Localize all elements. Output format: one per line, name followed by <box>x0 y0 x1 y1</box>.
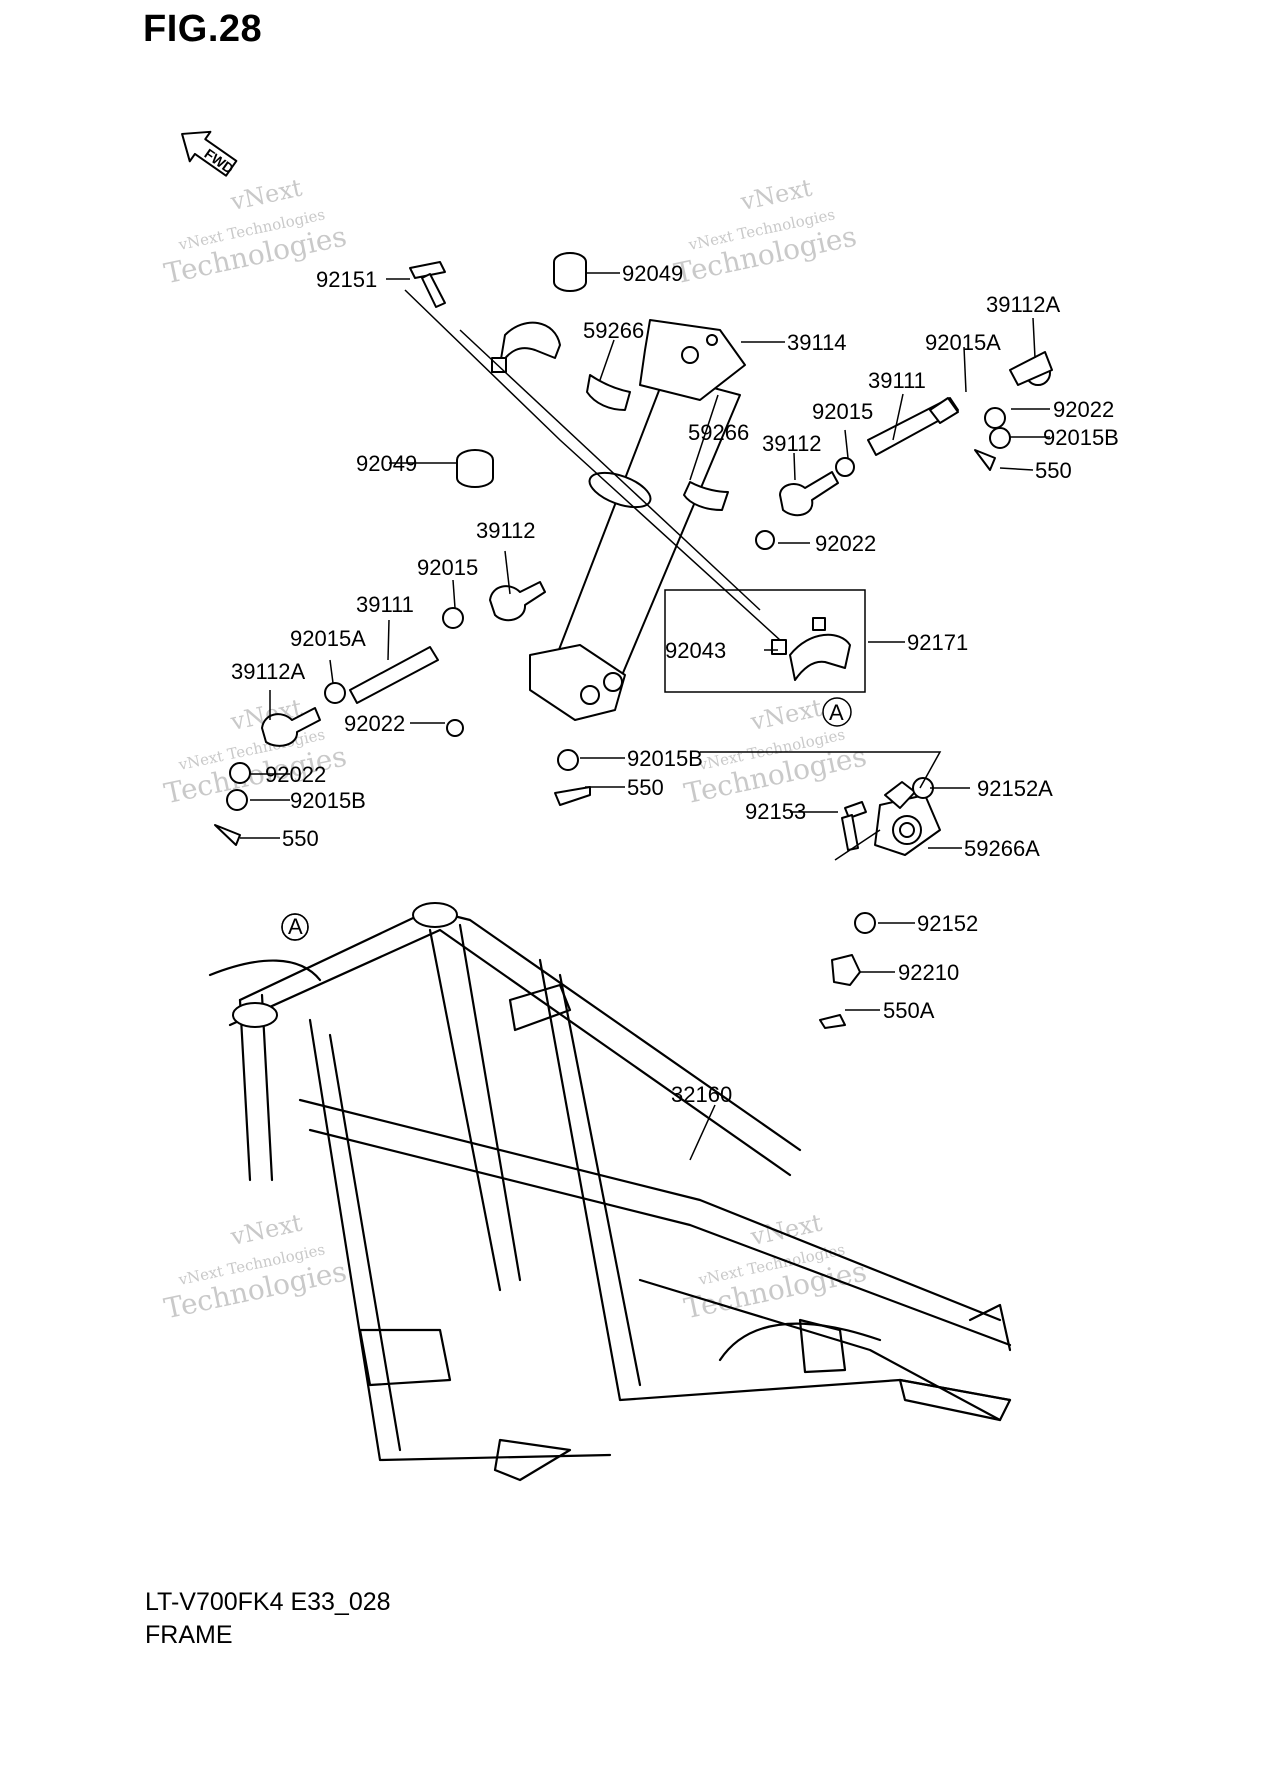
part-label: 92171 <box>907 630 968 655</box>
part-label: 92015A <box>925 330 1001 355</box>
part-label: 92152 <box>917 911 978 936</box>
part-label: 39111 <box>868 368 926 393</box>
main-frame-drawing <box>208 902 1012 1482</box>
part-label: 59266 <box>583 318 644 343</box>
clamp-92171-drawing <box>664 589 866 727</box>
part-label: 39114 <box>787 330 847 355</box>
part-label: 59266 <box>688 420 749 445</box>
part-label: 92043 <box>665 638 726 663</box>
part-label: 39112 <box>762 431 822 456</box>
part-label: 39112A <box>231 659 306 684</box>
steering-stem-drawing <box>404 252 781 721</box>
left-tie-rod-drawing <box>214 581 591 846</box>
part-labels: 92151 92049 92049 59266 59266 39114 3911… <box>231 261 1119 1107</box>
part-label: 92022 <box>815 531 876 556</box>
part-label: 92015B <box>627 746 703 771</box>
ref-mark-a-upper: A <box>829 700 844 725</box>
svg-text:A: A <box>288 914 303 939</box>
svg-text:A: A <box>829 700 844 725</box>
part-label: 92015 <box>812 399 873 424</box>
part-label: 92015A <box>290 626 366 651</box>
part-label: 59266A <box>964 836 1040 861</box>
part-label: 92015 <box>417 555 478 580</box>
svg-text:vNext: vNext <box>737 174 815 217</box>
part-label: 550 <box>282 826 319 851</box>
fwd-arrow-icon: FWD <box>181 130 238 177</box>
part-label: 32160 <box>671 1082 732 1107</box>
part-label: 550 <box>627 775 664 800</box>
part-label: 92153 <box>745 799 806 824</box>
part-label: 39111 <box>356 592 414 617</box>
svg-text:vNext: vNext <box>227 174 305 217</box>
part-label: 39112 <box>476 518 536 543</box>
part-label: 92152A <box>977 776 1053 801</box>
part-label: 550 <box>1035 458 1072 483</box>
figure-title: FIG.28 <box>143 8 263 50</box>
svg-text:vNext: vNext <box>227 1209 305 1252</box>
ref-mark-a-lower: A <box>281 913 309 941</box>
shaft-holder-drawing <box>819 777 941 1029</box>
part-label: 92015B <box>1043 425 1119 450</box>
section-name: FRAME <box>145 1621 233 1649</box>
part-label: 92022 <box>1053 397 1114 422</box>
leader-lines <box>240 272 1050 1161</box>
part-label: 92210 <box>898 960 959 985</box>
part-label: 92022 <box>344 711 405 736</box>
right-tie-rod-drawing <box>755 351 1053 550</box>
model-code: LT-V700FK4 E33_028 <box>145 1588 391 1616</box>
part-label: 92022 <box>265 762 326 787</box>
part-label: 550A <box>883 998 935 1023</box>
part-label: 92049 <box>622 261 683 286</box>
part-label: 92015B <box>290 788 366 813</box>
part-label: 92151 <box>316 267 377 292</box>
part-label: 39112A <box>986 292 1061 317</box>
svg-text:vNext: vNext <box>747 694 825 737</box>
part-label: 92049 <box>356 451 417 476</box>
